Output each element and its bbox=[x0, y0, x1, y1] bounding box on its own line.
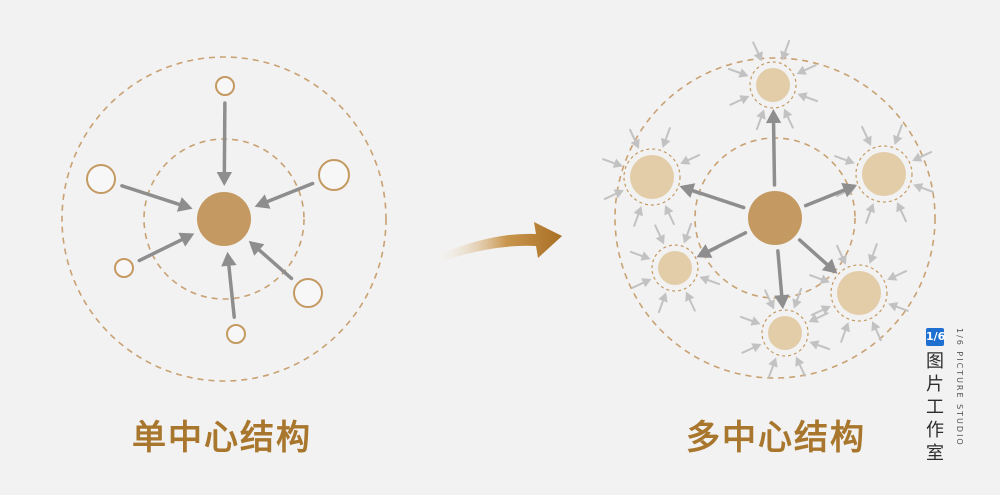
peripheral-arrow bbox=[661, 127, 671, 148]
peripheral-arrow bbox=[755, 109, 766, 131]
peripheral-arrow bbox=[633, 206, 643, 227]
peripheral-arrow bbox=[792, 287, 803, 309]
inward-arrow bbox=[216, 101, 233, 187]
peripheral-arrow bbox=[912, 151, 933, 162]
peripheral-arrow bbox=[602, 158, 623, 168]
peripheral-arrow bbox=[657, 292, 668, 314]
sub-center-node bbox=[837, 271, 881, 315]
peripheral-arrow bbox=[808, 312, 829, 323]
satellite-node bbox=[318, 159, 350, 191]
inward-arrows bbox=[120, 101, 315, 319]
peripheral-arrows bbox=[602, 39, 934, 379]
sub-center-halo bbox=[749, 61, 797, 109]
peripheral-arrow bbox=[868, 243, 878, 264]
sub-center-node bbox=[756, 68, 790, 102]
sub-center-halo bbox=[830, 264, 888, 322]
peripheral-arrow bbox=[764, 289, 775, 310]
center-node bbox=[748, 191, 802, 245]
peripheral-arrow bbox=[629, 128, 640, 149]
peripheral-arrow bbox=[783, 108, 794, 129]
transition-arrow bbox=[438, 222, 562, 262]
peripheral-arrow bbox=[809, 340, 831, 351]
sub-center-node bbox=[768, 316, 802, 350]
peripheral-arrow bbox=[834, 155, 855, 165]
center-node bbox=[197, 192, 251, 246]
satellite-node bbox=[86, 164, 116, 194]
outward-arrows bbox=[679, 108, 858, 310]
single-center-diagram bbox=[61, 56, 387, 382]
sub-center-node bbox=[658, 251, 692, 285]
satellite-node bbox=[114, 258, 134, 278]
peripheral-arrow bbox=[836, 244, 847, 265]
studio-logo: 1/6 图片工作室 1/6 PICTURE STUDIO bbox=[924, 328, 968, 464]
satellite-nodes bbox=[86, 76, 350, 344]
peripheral-arrow bbox=[871, 321, 882, 342]
inward-arrow bbox=[120, 184, 193, 212]
satellite-node bbox=[215, 76, 235, 96]
logo-english-text: 1/6 PICTURE STUDIO bbox=[955, 328, 964, 447]
sub-center-halo bbox=[651, 244, 699, 292]
sub-center-halo bbox=[761, 309, 809, 357]
peripheral-arrow bbox=[810, 305, 831, 316]
outward-arrow bbox=[774, 249, 790, 310]
peripheral-arrow bbox=[729, 95, 750, 106]
peripheral-arrow bbox=[780, 39, 791, 61]
peripheral-arrow bbox=[752, 41, 763, 62]
peripheral-arrow bbox=[896, 202, 907, 223]
outward-arrow bbox=[679, 183, 746, 210]
peripheral-arrow bbox=[888, 302, 909, 312]
outward-arrow bbox=[765, 108, 782, 187]
sub-center-halo bbox=[855, 145, 913, 203]
peripheral-arrow bbox=[680, 154, 701, 165]
peripheral-arrow bbox=[861, 125, 872, 146]
peripheral-arrow bbox=[664, 205, 675, 226]
peripheral-arrow bbox=[913, 183, 934, 193]
logo-badge: 1/6 bbox=[926, 328, 945, 346]
peripheral-arrow bbox=[682, 222, 693, 244]
logo-chinese-text: 图片工作室 bbox=[926, 351, 944, 464]
outward-arrow bbox=[797, 238, 838, 274]
peripheral-arrow bbox=[767, 357, 778, 379]
sub-center-nodes bbox=[623, 61, 913, 357]
curved-arrow bbox=[438, 222, 562, 262]
outward-arrow bbox=[696, 231, 748, 258]
peripheral-arrow bbox=[727, 67, 749, 78]
peripheral-arrow bbox=[631, 278, 652, 289]
peripheral-arrow bbox=[685, 291, 696, 312]
peripheral-arrow bbox=[797, 92, 819, 103]
inward-arrow bbox=[137, 232, 195, 263]
peripheral-arrow bbox=[893, 124, 903, 145]
peripheral-arrow bbox=[699, 275, 721, 286]
peripheral-arrow bbox=[741, 343, 762, 354]
satellite-node bbox=[226, 324, 246, 344]
sub-center-node bbox=[630, 155, 674, 199]
outward-arrow bbox=[803, 182, 858, 208]
peripheral-arrow bbox=[603, 189, 624, 200]
inward-arrow bbox=[254, 181, 315, 209]
satellite-node bbox=[293, 278, 323, 308]
peripheral-arrow bbox=[629, 250, 651, 261]
multi-center-caption: 多中心结构 bbox=[686, 418, 866, 458]
peripheral-arrow bbox=[865, 203, 875, 224]
peripheral-arrow bbox=[887, 270, 908, 281]
single-center-caption: 单中心结构 bbox=[132, 418, 312, 458]
outer-boundary-circle bbox=[614, 57, 936, 379]
sub-center-halo bbox=[623, 148, 681, 206]
inward-arrow bbox=[221, 251, 237, 319]
peripheral-arrow bbox=[739, 315, 761, 326]
multi-center-diagram bbox=[602, 39, 936, 379]
peripheral-arrow bbox=[809, 274, 830, 284]
peripheral-arrow bbox=[796, 64, 817, 75]
peripheral-arrow bbox=[840, 322, 850, 343]
peripheral-arrow bbox=[795, 356, 806, 377]
sub-center-node bbox=[862, 152, 906, 196]
outer-boundary-circle bbox=[61, 56, 387, 382]
inward-arrow bbox=[248, 240, 294, 281]
peripheral-arrow bbox=[654, 224, 665, 245]
